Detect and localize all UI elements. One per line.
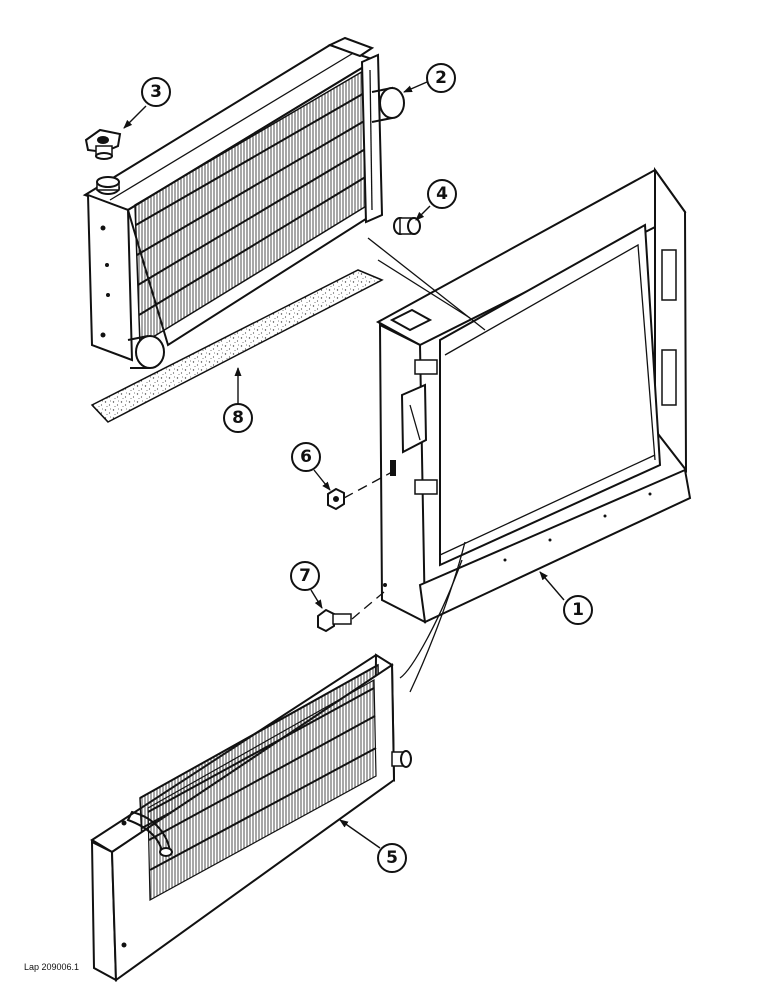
figure-reference-code: Lap 209006.1 (24, 962, 80, 972)
callout-5: 5 (339, 819, 407, 873)
radiator-frame (375, 166, 692, 624)
callout-4: 4 (415, 179, 457, 221)
radiator-cap (84, 128, 122, 160)
callout-6: 6 (291, 442, 331, 491)
outlet-pipe (371, 86, 405, 123)
callout-label-8: 8 (232, 408, 244, 428)
callout-8: 8 (223, 367, 253, 433)
callout-label-3: 3 (150, 82, 162, 102)
callout-1: 1 (539, 571, 593, 625)
bolt (317, 608, 352, 633)
callout-label-7: 7 (299, 566, 311, 586)
callout-3: 3 (123, 77, 171, 129)
callout-label-6: 6 (300, 447, 312, 467)
oil-cooler (90, 653, 412, 982)
drain-plug (393, 217, 421, 235)
callout-label-4: 4 (436, 184, 448, 204)
seal-strip (90, 269, 384, 423)
nut (327, 487, 345, 511)
callout-2: 2 (403, 63, 456, 93)
radiator-core (82, 36, 384, 369)
assembly-lines (343, 237, 486, 693)
callout-7: 7 (290, 561, 323, 609)
callout-label-2: 2 (435, 68, 447, 88)
callout-label-1: 1 (572, 600, 584, 620)
callout-label-5: 5 (386, 848, 398, 868)
